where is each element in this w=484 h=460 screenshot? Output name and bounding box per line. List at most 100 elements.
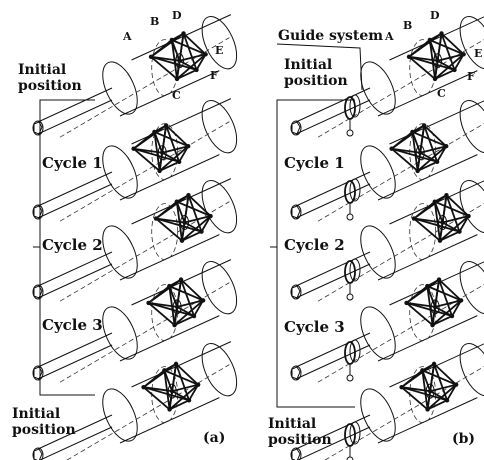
frame-joint xyxy=(436,277,442,282)
frame-hub xyxy=(438,215,448,231)
shaft-hex-end xyxy=(33,121,43,135)
frame-strut xyxy=(408,55,455,71)
frame-joint xyxy=(421,123,427,128)
frame-joint xyxy=(179,238,185,243)
frame-joint xyxy=(186,144,191,149)
frame-joint xyxy=(410,129,415,135)
frame-strut xyxy=(181,230,202,242)
frame-joint xyxy=(208,213,213,219)
cylinder-back-end xyxy=(360,306,396,360)
frame-strut xyxy=(438,278,462,302)
cylinder-edge-top xyxy=(131,98,232,145)
shaft-edge xyxy=(38,426,113,460)
shaft-hex-end xyxy=(291,285,301,299)
frame-strut xyxy=(143,386,173,393)
tube-assembly xyxy=(290,180,484,302)
cylinder-front-end xyxy=(201,16,238,70)
shaft-edge xyxy=(37,263,113,299)
shaft-edge xyxy=(37,332,113,368)
frame-strut xyxy=(148,302,178,308)
frame-joint xyxy=(177,58,182,63)
frame-joint xyxy=(439,31,444,36)
guide-foot xyxy=(346,456,354,460)
frame-joint xyxy=(427,37,433,43)
octahedral-frame xyxy=(148,31,208,82)
frame-strut xyxy=(153,131,164,154)
shaft-hex-end xyxy=(33,285,43,299)
frame-joint xyxy=(160,150,165,155)
frame-strut xyxy=(155,217,185,224)
tube-axis xyxy=(317,39,484,138)
frame-strut xyxy=(165,124,189,147)
octahedral-frame xyxy=(146,277,206,328)
cycle-3-label: Cycle 3 xyxy=(42,316,103,334)
frame-strut xyxy=(406,302,436,308)
frame-strut xyxy=(170,39,181,62)
frame-joint xyxy=(444,144,449,149)
frame-joint xyxy=(457,229,462,234)
panel-b-caption: (b) xyxy=(452,431,475,447)
frame-strut xyxy=(446,384,457,401)
frame-strut xyxy=(406,302,453,317)
frame-strut xyxy=(143,363,177,388)
frame-strut xyxy=(436,145,448,163)
frame-strut xyxy=(432,315,453,326)
frame-strut xyxy=(155,194,190,220)
frame-hub xyxy=(415,145,425,161)
frame-joint xyxy=(453,382,459,387)
frame-strut xyxy=(442,221,460,233)
shaft-edge xyxy=(295,414,371,450)
shaft-edge xyxy=(37,183,113,219)
tube-assembly xyxy=(32,341,238,460)
frame-strut xyxy=(155,217,202,233)
frame-strut xyxy=(168,285,178,308)
frame-joint xyxy=(182,220,187,225)
frame-hub xyxy=(172,299,182,315)
frame-joint xyxy=(153,216,159,221)
shaft-edge xyxy=(295,99,371,135)
frame-joint xyxy=(157,168,162,174)
frame-strut xyxy=(408,56,436,80)
frame-strut xyxy=(458,215,470,233)
cylinder-back-end xyxy=(102,388,138,442)
frame-strut xyxy=(179,59,197,71)
cylinder-front-end xyxy=(459,100,484,154)
cylinder-edge-top xyxy=(131,14,232,61)
frame-strut xyxy=(405,302,434,326)
cylinder-edge-top xyxy=(131,341,232,388)
frame-strut xyxy=(176,33,185,80)
frame-strut xyxy=(401,386,448,402)
octahedral-frame xyxy=(153,193,213,243)
frame-joint xyxy=(176,159,182,165)
frame-strut xyxy=(400,386,429,411)
frame-strut xyxy=(193,299,204,317)
frame-strut xyxy=(427,399,448,411)
octahedral-frame xyxy=(399,361,459,412)
cylinder-back-end xyxy=(360,388,396,442)
frame-strut xyxy=(408,32,443,58)
cycle-1-label: Cycle 1 xyxy=(284,154,345,172)
frame-strut xyxy=(416,125,426,172)
tube-axis xyxy=(59,121,230,222)
cylinder-back-end xyxy=(102,306,138,360)
frame-joint xyxy=(167,407,172,412)
guide-system-callout: Guide system xyxy=(278,28,383,44)
shaft-edge xyxy=(296,426,371,460)
tube-assembly xyxy=(32,14,238,138)
frame-strut xyxy=(173,279,182,326)
cylinder-front-end xyxy=(459,343,484,397)
frame-strut xyxy=(168,363,177,410)
frame-strut xyxy=(182,32,207,55)
cylinder-front-end xyxy=(459,16,484,70)
frame-joint xyxy=(169,388,175,394)
frame-joint xyxy=(195,382,201,387)
frame-joint xyxy=(163,123,169,128)
frame-joint xyxy=(461,52,466,57)
frame-strut xyxy=(391,147,421,154)
frame-strut xyxy=(163,370,174,392)
point-label-c: C xyxy=(172,89,181,102)
frame-joint xyxy=(173,361,179,367)
frame-strut xyxy=(406,278,440,304)
shaft-end xyxy=(32,447,44,460)
frame-strut xyxy=(401,386,431,393)
